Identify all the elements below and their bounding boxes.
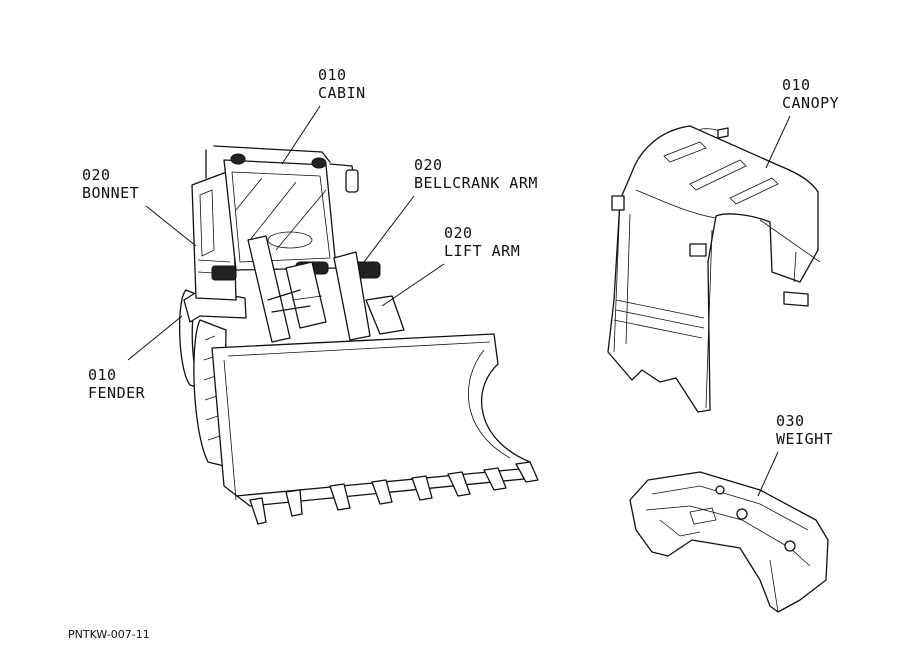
callout-canopy-name: CANOPY <box>782 94 840 112</box>
callout-fender: 010 FENDER <box>88 366 145 402</box>
wheel-loader-illustration <box>178 145 539 525</box>
canopy-illustration <box>607 125 821 413</box>
callout-fender-number: 010 <box>88 366 117 384</box>
callout-bonnet-name: BONNET <box>82 184 140 202</box>
callout-bellcrank-arm: 020 BELLCRANK ARM <box>414 156 538 192</box>
callout-lift-arm: 020 LIFT ARM <box>444 224 520 260</box>
leader-lines <box>127 105 791 497</box>
callout-weight-number: 030 <box>776 412 805 430</box>
callout-cabin-number: 010 <box>318 66 347 84</box>
callout-lift-arm-number: 020 <box>444 224 473 242</box>
callout-fender-name: FENDER <box>88 384 146 402</box>
callout-weight: 030 WEIGHT <box>776 412 833 448</box>
callout-bellcrank-arm-name: BELLCRANK ARM <box>414 174 538 192</box>
callout-bellcrank-arm-number: 020 <box>414 156 443 174</box>
drawing-code: PNTKW-007-11 <box>68 628 150 641</box>
callout-lift-arm-name: LIFT ARM <box>444 242 521 260</box>
callout-bonnet: 020 BONNET <box>82 166 139 202</box>
weight-illustration <box>629 471 829 613</box>
callout-cabin: 010 CABIN <box>318 66 366 102</box>
callout-weight-name: WEIGHT <box>776 430 834 448</box>
bucket-teeth <box>249 461 539 525</box>
callout-bonnet-number: 020 <box>82 166 111 184</box>
callout-cabin-name: CABIN <box>318 84 366 102</box>
callout-canopy: 010 CANOPY <box>782 76 839 112</box>
callout-canopy-number: 010 <box>782 76 811 94</box>
